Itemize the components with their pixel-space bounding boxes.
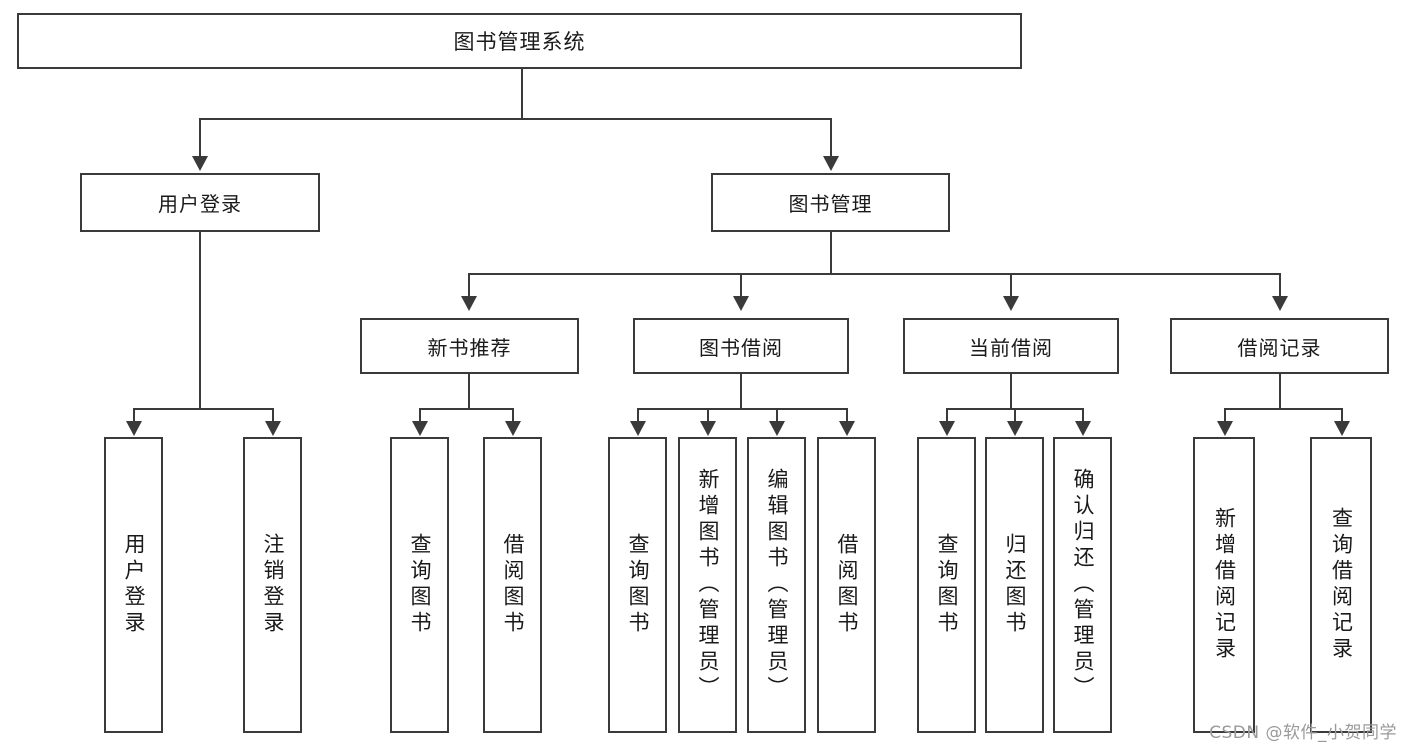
- connector-book-borrow-drop-2: [707, 408, 709, 423]
- node-book-management[interactable]: 图书管理: [711, 173, 950, 232]
- leaf-add-borrow-record[interactable]: 新增借阅记录: [1193, 437, 1255, 733]
- leaf-edit-book-admin[interactable]: 编辑图书（管理员）: [747, 437, 806, 733]
- leaf-confirm-return-admin[interactable]: 确认归还（管理员）: [1053, 437, 1112, 733]
- leaf-add-book-admin[interactable]: 新增图书（管理员）: [678, 437, 737, 733]
- leaf-borrow-book-rec[interactable]: 借阅图书: [483, 437, 542, 733]
- arrowhead-leaf-12: [1217, 421, 1233, 436]
- node-label: 图书管理系统: [453, 30, 586, 54]
- leaf-borrow-book[interactable]: 借阅图书: [817, 437, 876, 733]
- leaf-label: 注销登录: [261, 533, 285, 637]
- connector-new-book-rec-stem: [468, 374, 470, 408]
- leaf-label: 用户登录: [122, 533, 146, 637]
- connector-level2-bus: [199, 118, 831, 120]
- leaf-label: 查询借阅记录: [1329, 507, 1354, 663]
- leaf-label: 查询图书: [626, 533, 650, 637]
- arrowhead-to-book-borrow: [733, 296, 749, 311]
- leaf-label: 编辑图书（管理员）: [765, 468, 789, 702]
- leaf-query-borrow-record[interactable]: 查询借阅记录: [1310, 437, 1372, 733]
- arrowhead-to-current-borrow: [1003, 296, 1019, 311]
- arrowhead-leaf-5: [630, 421, 646, 436]
- arrowhead-leaf-13: [1334, 421, 1350, 436]
- node-label: 当前借阅: [969, 335, 1053, 360]
- connector-new-book-rec-drop-2: [512, 408, 514, 423]
- leaf-label: 新增图书（管理员）: [696, 468, 720, 702]
- connector-to-book-mgmt: [830, 118, 832, 158]
- node-label: 用户登录: [158, 192, 242, 216]
- connector-user-login-drop-1: [133, 408, 135, 423]
- arrowhead-leaf-2: [265, 421, 281, 436]
- node-label: 新书推荐: [427, 335, 512, 360]
- node-book-borrow[interactable]: 图书借阅: [633, 318, 849, 374]
- arrowhead-to-book-mgmt: [823, 156, 839, 171]
- connector-current-borrow-drop-1: [946, 408, 948, 423]
- connector-user-login-drop-2: [272, 408, 274, 423]
- connector-to-user-login: [199, 118, 201, 158]
- connector-book-borrow-drop-3: [776, 408, 778, 423]
- connector-to-current-borrow: [1010, 273, 1012, 298]
- watermark-text: CSDN @软件_小贺同学: [1209, 723, 1397, 743]
- arrowhead-to-user-login: [192, 156, 208, 171]
- node-label: 图书借阅: [699, 335, 783, 360]
- connector-borrow-record-drop-1: [1224, 408, 1226, 423]
- connector-new-book-rec-drop-1: [419, 408, 421, 423]
- connector-borrow-record-bus: [1224, 408, 1341, 410]
- connector-book-borrow-stem: [740, 374, 742, 408]
- leaf-label: 查询图书: [408, 533, 432, 637]
- connector-borrow-record-stem: [1279, 374, 1281, 408]
- connector-current-borrow-drop-2: [1014, 408, 1016, 423]
- leaf-label: 新增借阅记录: [1212, 507, 1237, 663]
- connector-to-borrow-record: [1279, 273, 1281, 298]
- connector-new-book-rec-bus: [419, 408, 513, 410]
- connector-book-borrow-bus: [637, 408, 846, 410]
- arrowhead-leaf-8: [839, 421, 855, 436]
- node-borrow-record[interactable]: 借阅记录: [1170, 318, 1389, 374]
- arrowhead-leaf-7: [769, 421, 785, 436]
- connector-level3-bus: [468, 273, 1280, 275]
- connector-book-mgmt-stem: [830, 232, 832, 273]
- node-label: 借阅记录: [1237, 335, 1322, 360]
- leaf-label: 归还图书: [1003, 533, 1027, 637]
- arrowhead-leaf-3: [412, 421, 428, 436]
- connector-book-borrow-drop-1: [637, 408, 639, 423]
- arrowhead-leaf-10: [1007, 421, 1023, 436]
- leaf-return-book[interactable]: 归还图书: [985, 437, 1044, 733]
- connector-root-stem: [521, 69, 523, 118]
- leaf-label: 确认归还（管理员）: [1071, 468, 1095, 702]
- arrowhead-to-new-book-rec: [461, 296, 477, 311]
- connector-current-borrow-drop-3: [1082, 408, 1084, 423]
- leaf-query-book-rec[interactable]: 查询图书: [390, 437, 449, 733]
- arrowhead-leaf-4: [505, 421, 521, 436]
- arrowhead-leaf-9: [939, 421, 955, 436]
- arrowhead-leaf-6: [700, 421, 716, 436]
- connector-current-borrow-stem: [1010, 374, 1012, 408]
- node-user-login[interactable]: 用户登录: [80, 173, 320, 232]
- arrowhead-to-borrow-record: [1272, 296, 1288, 311]
- node-label: 图书管理: [788, 192, 873, 216]
- leaf-logout[interactable]: 注销登录: [243, 437, 302, 733]
- leaf-user-login[interactable]: 用户登录: [104, 437, 163, 733]
- connector-user-login-bus: [133, 408, 273, 410]
- connector-to-new-book-rec: [468, 273, 470, 298]
- connector-borrow-record-drop-2: [1341, 408, 1343, 423]
- leaf-query-book-current[interactable]: 查询图书: [917, 437, 976, 733]
- node-root-system[interactable]: 图书管理系统: [17, 13, 1022, 69]
- connector-to-book-borrow: [740, 273, 742, 298]
- leaf-label: 查询图书: [935, 533, 959, 637]
- node-new-book-recommend[interactable]: 新书推荐: [360, 318, 579, 374]
- node-current-borrow[interactable]: 当前借阅: [903, 318, 1119, 374]
- leaf-label: 借阅图书: [835, 533, 859, 637]
- arrowhead-leaf-11: [1075, 421, 1091, 436]
- connector-book-borrow-drop-4: [846, 408, 848, 423]
- leaf-label: 借阅图书: [501, 533, 525, 637]
- leaf-query-book-borrow[interactable]: 查询图书: [608, 437, 667, 733]
- arrowhead-leaf-1: [126, 421, 142, 436]
- connector-user-login-stem: [199, 232, 201, 408]
